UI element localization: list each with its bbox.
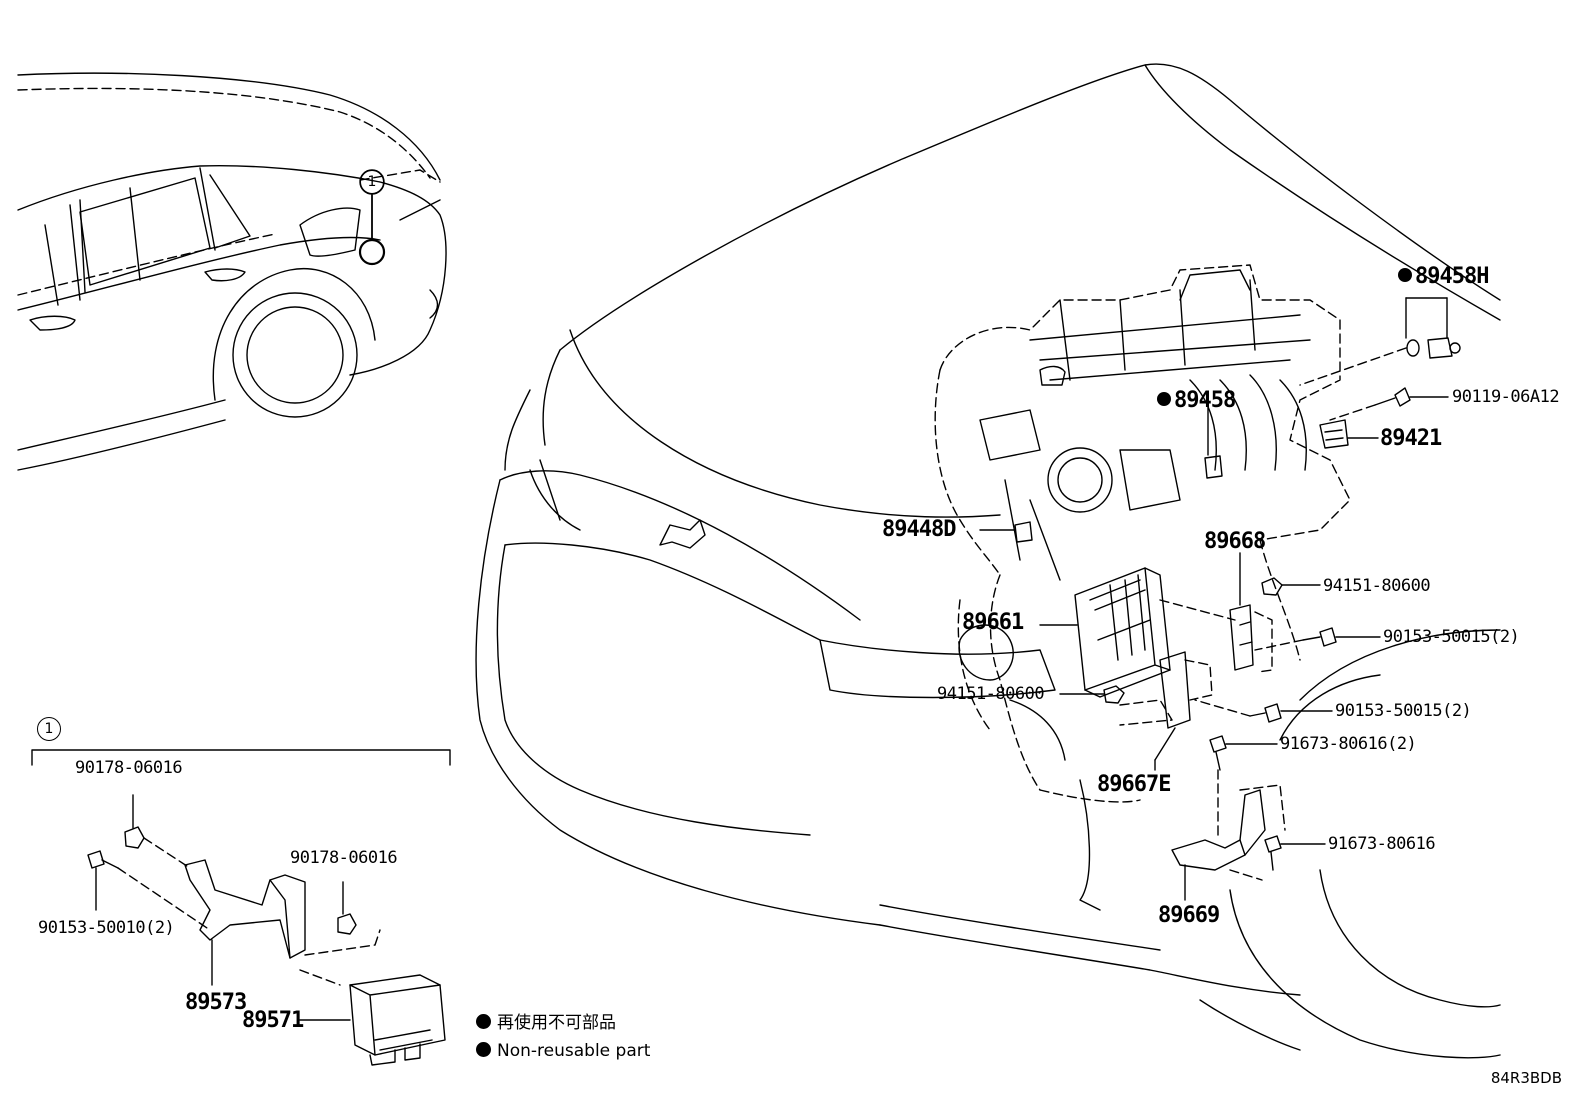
part-label-90119-06A12: 90119-06A12 — [1452, 387, 1560, 407]
bracket-89668 — [1229, 552, 1273, 673]
non-reusable-dot-icon — [1157, 392, 1171, 406]
legend-japanese: 再使用不可部品 — [476, 1012, 616, 1034]
part-label-90178-06016-a: 90178-06016 — [75, 758, 183, 778]
callout-number-top: 1 — [360, 170, 384, 194]
part-label-89667E: 89667E — [1097, 772, 1171, 797]
non-reusable-dot-icon — [476, 1013, 491, 1029]
bracket-89669 — [1171, 784, 1286, 901]
nut-94151-b — [1059, 685, 1125, 704]
part-label-89571: 89571 — [242, 1008, 304, 1033]
callout-number-inset: 1 — [37, 717, 61, 741]
part-label-89448D: 89448D — [882, 517, 956, 542]
nut-94151-a — [1261, 577, 1321, 596]
diagram-reference-code: 84R3BDB — [1490, 1069, 1562, 1087]
engine-assembly — [934, 264, 1351, 803]
part-label-89458H: 89458H — [1398, 264, 1489, 290]
inset-parts — [87, 794, 446, 1066]
part-label-89668: 89668 — [1204, 529, 1266, 554]
sensor-89448D — [979, 521, 1033, 543]
bolt-91673-a — [1209, 735, 1278, 841]
sensor-89458H — [1299, 297, 1461, 386]
bolt-90119 — [1329, 387, 1449, 421]
part-label-90153-50010: 90153-50010(2) — [38, 918, 175, 938]
part-label-89661: 89661 — [962, 610, 1024, 635]
legend-english: Non-reusable part — [476, 1040, 650, 1062]
part-label-91673-80616-b: 91673-80616 — [1328, 834, 1436, 854]
part-label-94151-80600-a: 94151-80600 — [1323, 576, 1431, 596]
bolt-90153-a — [1254, 627, 1381, 651]
part-label-90153-50015-a: 90153-50015(2) — [1383, 627, 1520, 647]
bracket-89667E — [1119, 651, 1213, 771]
part-label-89573: 89573 — [185, 990, 247, 1015]
part-label-89421: 89421 — [1380, 426, 1442, 451]
part-label-90178-06016-b: 90178-06016 — [290, 848, 398, 868]
part-label-94151-80600-b: 94151-80600 — [937, 684, 1045, 704]
part-label-89458: 89458 — [1157, 388, 1236, 414]
part-label-89669: 89669 — [1158, 903, 1220, 928]
non-reusable-dot-icon — [476, 1041, 491, 1057]
non-reusable-dot-icon — [1398, 268, 1412, 282]
vehicle-front-body — [475, 63, 1501, 1059]
part-label-91673-80616-a: 91673-80616(2) — [1280, 734, 1417, 754]
bolt-90153-b — [1194, 699, 1333, 723]
ecu-89661 — [1039, 567, 1236, 698]
vehicle-rear-view — [17, 72, 447, 471]
engine-details — [958, 269, 1311, 761]
sensor-89421 — [1319, 419, 1379, 449]
part-label-90153-50015-b: 90153-50015(2) — [1335, 701, 1472, 721]
sensor-89458 — [1204, 404, 1223, 479]
bolt-91673-b — [1264, 835, 1326, 871]
detail-inset-frame — [31, 749, 451, 766]
